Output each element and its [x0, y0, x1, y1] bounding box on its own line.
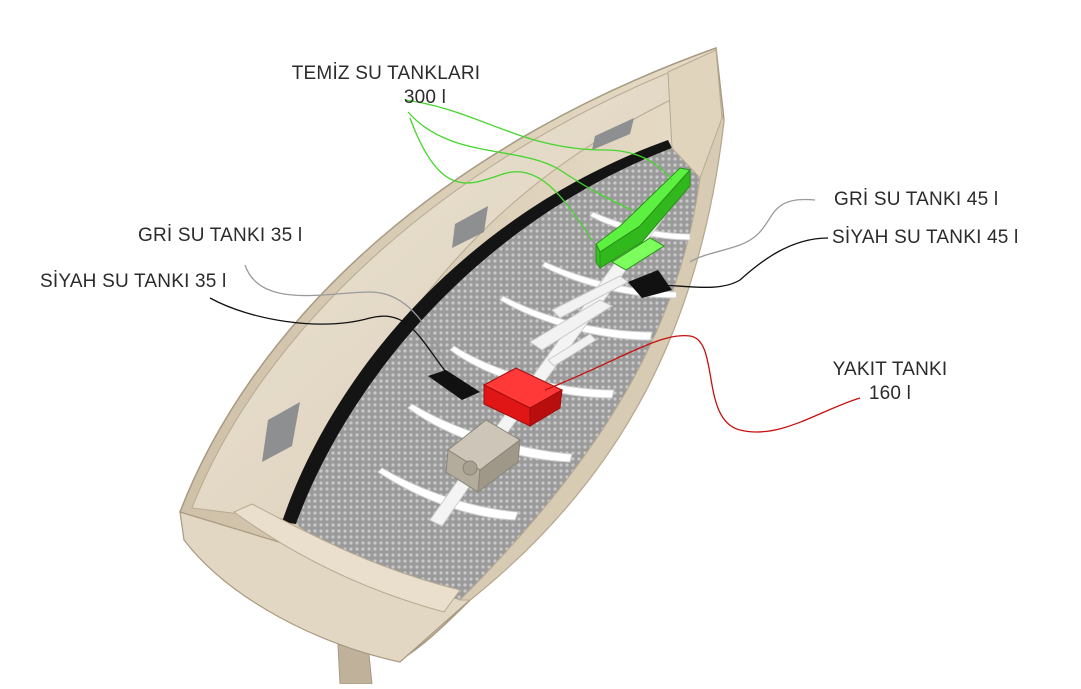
leader-lines: [209, 99, 861, 433]
fresh-water-capacity: 300 l: [403, 87, 447, 108]
fresh-water-label: TEMİZ SU TANKLARI 300 l: [268, 62, 504, 110]
black-tank-fwd: [628, 270, 672, 298]
frame-2: [407, 403, 573, 463]
leader-fresh-2: [407, 111, 633, 211]
frame-5: [541, 261, 678, 299]
leader-black-fwd: [659, 237, 829, 289]
leader-grey-aft: [244, 264, 451, 373]
fuel-tank: [482, 367, 564, 427]
grey-water-fwd-label: GRİ SU TANKI 45 l: [834, 189, 999, 210]
fuel-tank-capacity: 160 l: [868, 383, 912, 404]
fresh-water-title: TEMİZ SU TANKLARI: [291, 63, 481, 84]
fuel-tank-title: YAKIT TANKI: [832, 359, 948, 380]
frame-4: [499, 295, 653, 341]
engine-bed: [529, 275, 629, 367]
leader-fuel: [544, 334, 861, 433]
portlight-3: [592, 118, 634, 150]
frame-3: [449, 345, 615, 399]
aft-bench: [233, 503, 461, 613]
engine: [445, 419, 521, 494]
frames: [377, 211, 691, 521]
black-water-fwd-label: SİYAH SU TANKI 45 l: [832, 227, 1019, 248]
grey-water-aft-label: GRİ SU TANKI 35 l: [138, 225, 303, 246]
leader-grey-fwd: [689, 198, 816, 263]
black-water-aft-label: SİYAH SU TANKI 35 l: [40, 271, 227, 292]
leader-black-aft: [209, 297, 453, 381]
fuel-tank-label: YAKIT TANKI 160 l: [820, 358, 960, 406]
portlight-2: [452, 206, 488, 248]
portlight-1: [262, 402, 300, 462]
forward-bulkhead: [667, 49, 723, 179]
fresh-water-tanks: [595, 167, 691, 271]
transom: [179, 511, 472, 663]
inner-wall-starboard: [458, 59, 725, 601]
leader-fresh-3: [409, 117, 593, 241]
frame-1: [377, 467, 519, 521]
black-tank-aft: [428, 370, 480, 400]
leader-fresh-1: [404, 99, 673, 181]
